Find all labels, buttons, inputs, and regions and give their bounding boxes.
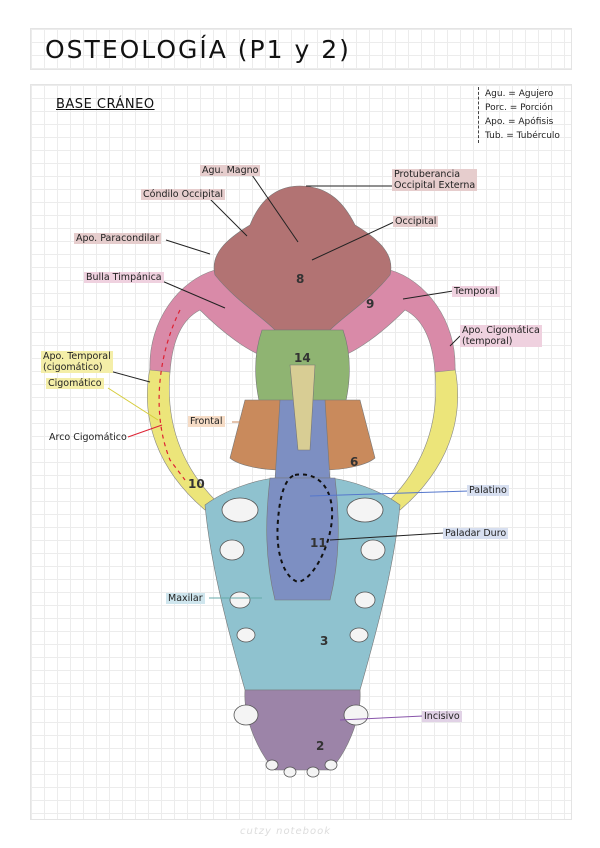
abbr-porcion: Porc. = Porción <box>485 103 553 113</box>
label-apofisis-temporal-line1: Apo. Temporal <box>43 351 111 362</box>
bone-number-sphenoid: 14 <box>294 351 311 365</box>
frontal-right <box>322 399 376 471</box>
incisive-bone <box>244 689 361 771</box>
label-condilo-occipital: Cóndilo Occipital <box>141 189 226 200</box>
label-apofisis-paracondilar: Apo. Paracondilar <box>74 233 162 244</box>
bone-number-maxilla: 3 <box>320 634 328 648</box>
label-apofisis-temporal: Apo. Temporal (cigomático) <box>41 351 113 373</box>
label-protuberancia-occipital: Protuberancia Occipital Externa <box>392 169 478 191</box>
label-frontal: Frontal <box>188 416 225 427</box>
abbr-tuberculo: Tub. = Tubérculo <box>485 131 560 141</box>
vomer <box>289 364 316 451</box>
zygomatic-arch-right <box>389 367 458 511</box>
label-cigomatico: Cigomático <box>46 378 104 389</box>
abbreviations-legend: Agu. = Agujero Porc. = Porción Apo. = Ap… <box>478 87 560 143</box>
label-protuberancia-line1: Protuberancia <box>394 169 461 180</box>
label-apofisis-cigomatica-line2: (temporal) <box>462 336 513 347</box>
label-apofisis-cigomatica-line1: Apo. Cigomática <box>462 325 540 336</box>
bone-number-palatine: 11 <box>310 536 327 550</box>
frontal-left <box>229 399 283 471</box>
abbr-agujero: Agu. = Agujero <box>485 89 554 99</box>
label-paladar-duro: Paladar Duro <box>443 528 509 539</box>
zygomatic-arch-marker <box>158 309 186 481</box>
bone-number-temporal: 9 <box>366 297 374 311</box>
teeth <box>219 497 386 778</box>
label-arco-cigomatico: Arco Cigomático <box>49 432 127 443</box>
section-title: BASE CRÁNEO <box>56 97 155 112</box>
label-apofisis-cigomatica: Apo. Cigomática (temporal) <box>460 325 542 347</box>
hard-palate-outline <box>276 473 334 584</box>
label-incisivo: Incisivo <box>422 711 462 722</box>
bone-number-palatine-side: 6 <box>350 455 358 469</box>
label-occipital: Occipital <box>393 216 439 227</box>
label-temporal: Temporal <box>452 286 500 297</box>
zygomatic-arch-left <box>147 367 216 511</box>
label-protuberancia-line2: Occipital Externa <box>394 180 476 191</box>
title-box: OSTEOLOGÍA (P1 y 2) <box>30 28 572 70</box>
label-palatino: Palatino <box>467 485 509 496</box>
page-title: OSTEOLOGÍA (P1 y 2) <box>45 35 351 64</box>
bone-number-zygomatic: 10 <box>188 477 205 491</box>
label-apofisis-temporal-line2: (cigomático) <box>43 362 103 373</box>
label-bulla-timpanica: Bulla Timpánica <box>84 272 164 283</box>
footer-watermark: cutzy notebook <box>240 826 332 837</box>
bone-number-incisive: 2 <box>316 739 324 753</box>
label-agujero-magno: Agu. Magno <box>200 165 261 176</box>
bone-number-occipital: 8 <box>296 272 304 286</box>
label-maxilar: Maxilar <box>166 593 205 604</box>
abbr-apofisis: Apo. = Apófisis <box>485 117 554 127</box>
